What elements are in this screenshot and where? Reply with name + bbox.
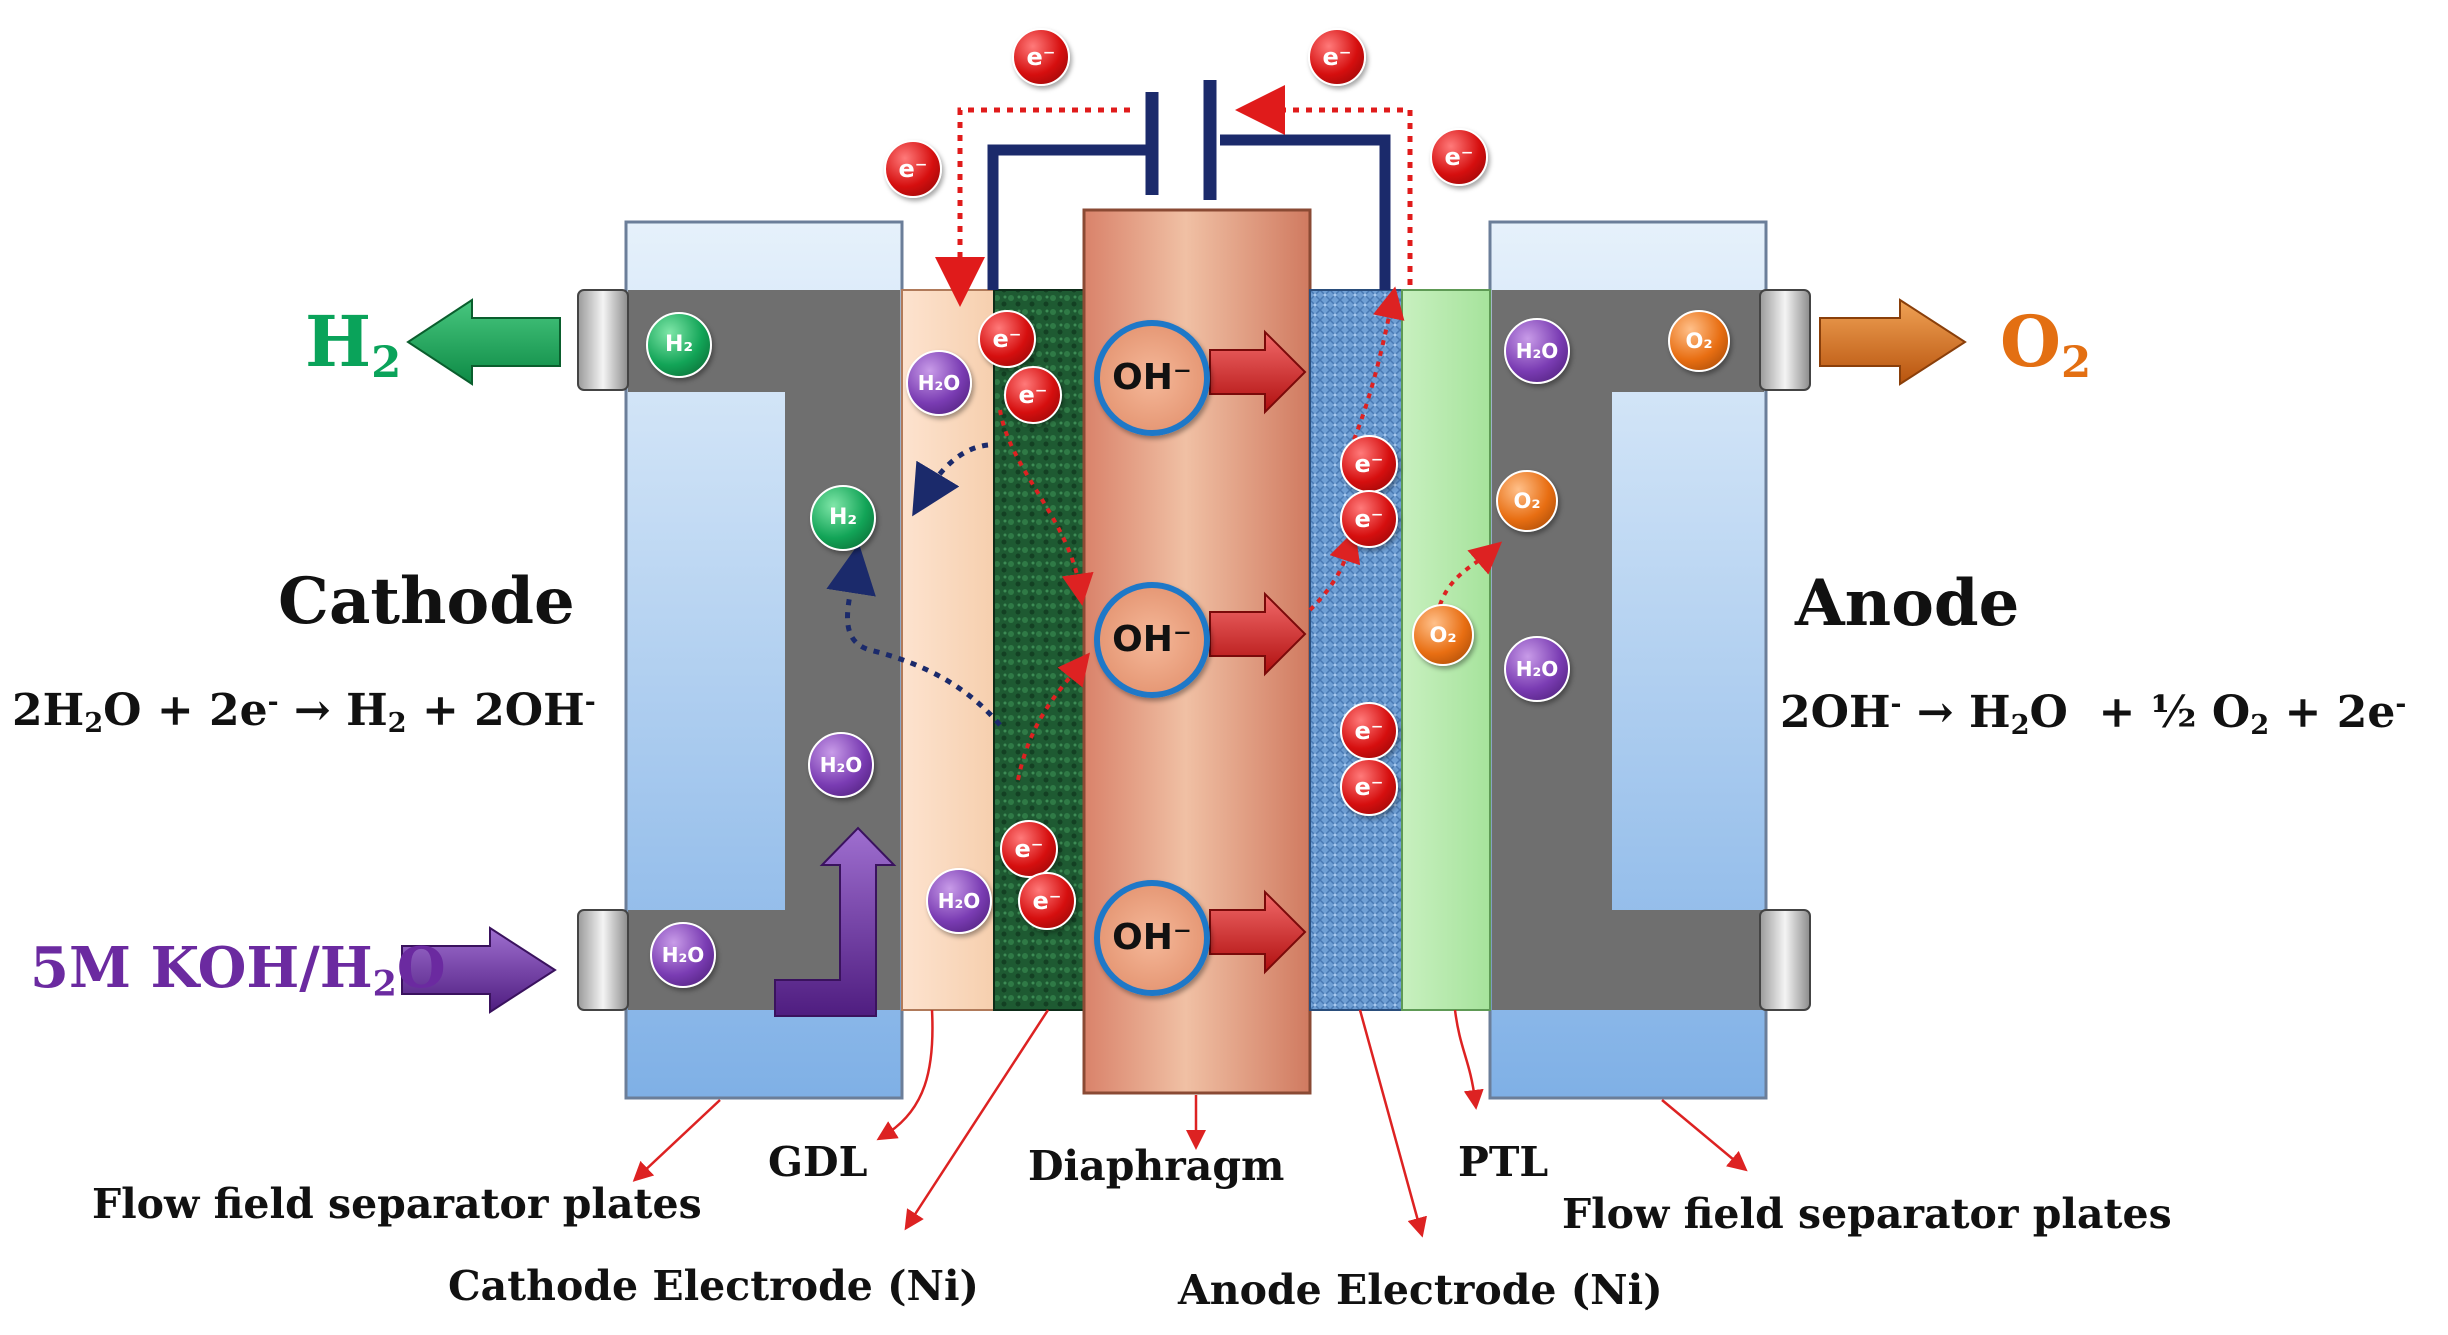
label-ptl: PTL	[1458, 1138, 1549, 1186]
water-molecule: H₂O	[808, 732, 874, 798]
electron-molecule: e⁻	[884, 140, 942, 198]
hydrogen-molecule: H₂	[646, 312, 712, 378]
electron-molecule: e⁻	[1004, 366, 1062, 424]
cathode-title: Cathode	[278, 564, 575, 639]
water-molecule: H₂O	[906, 350, 972, 416]
anode-title: Anode	[1795, 566, 2020, 641]
label-flow-field-left: Flow field separator plates	[92, 1180, 702, 1228]
hydrogen-molecule: H₂	[810, 485, 876, 551]
oxygen-molecule: O₂	[1496, 470, 1558, 532]
electron-molecule: e⁻	[1340, 435, 1398, 493]
hydroxide-molecule: OH⁻	[1094, 320, 1210, 436]
electron-molecule: e⁻	[1000, 820, 1058, 878]
water-molecule: H₂O	[1504, 636, 1570, 702]
h2-output-label: H2	[305, 300, 402, 388]
hydroxide-molecule: OH⁻	[1094, 880, 1210, 996]
oxygen-molecule: O₂	[1668, 310, 1730, 372]
electron-molecule: e⁻	[1012, 28, 1070, 86]
water-molecule: H₂O	[1504, 318, 1570, 384]
cathode-reaction: 2H2O + 2e- → H2 + 2OH-	[12, 685, 596, 739]
water-molecule: H₂O	[926, 868, 992, 934]
label-diaphragm: Diaphragm	[1028, 1142, 1285, 1190]
label-flow-field-right: Flow field separator plates	[1562, 1190, 2172, 1238]
electron-molecule: e⁻	[1340, 758, 1398, 816]
water-molecule: H₂O	[650, 922, 716, 988]
o2-output-label: O2	[2000, 300, 2092, 388]
electron-molecule: e⁻	[1430, 128, 1488, 186]
label-gdl: GDL	[768, 1138, 868, 1186]
oxygen-molecule: O₂	[1412, 604, 1474, 666]
electron-molecule: e⁻	[1340, 490, 1398, 548]
electron-molecule: e⁻	[978, 310, 1036, 368]
label-cathode-electrode: Cathode Electrode (Ni)	[448, 1262, 979, 1310]
label-anode-electrode: Anode Electrode (Ni)	[1178, 1266, 1663, 1314]
electron-molecule: e⁻	[1308, 28, 1366, 86]
electron-molecule: e⁻	[1018, 872, 1076, 930]
electron-molecule: e⁻	[1340, 702, 1398, 760]
hydroxide-molecule: OH⁻	[1094, 582, 1210, 698]
anode-reaction: 2OH- → H2O + ½ O2 + 2e-	[1780, 687, 2407, 741]
koh-feed-label: 5M KOH/H2O	[30, 935, 446, 1005]
